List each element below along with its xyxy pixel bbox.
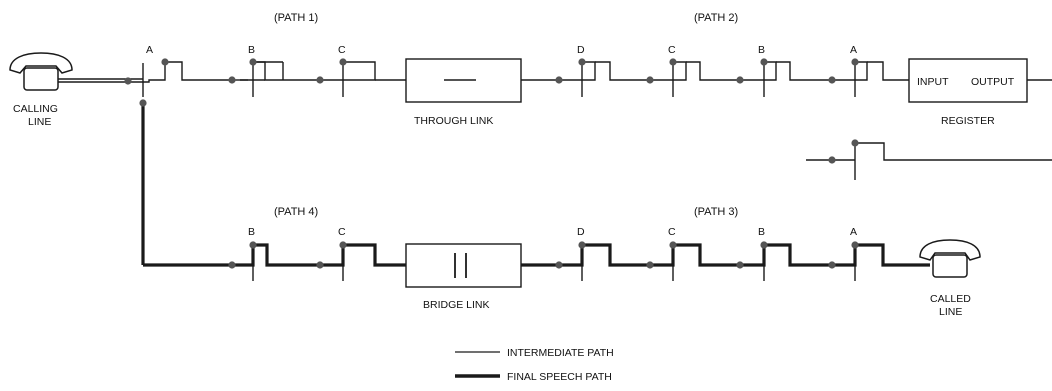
stage-label-c-bottom-right: C [668,226,676,238]
called-line-label-2: LINE [939,306,962,318]
stage-label-a-top-right: A [850,44,857,56]
stage-label-b-top-right: B [758,44,765,56]
lone-switch-wiring [806,142,1052,180]
register-label: REGISTER [941,115,995,127]
stage-label-a-bottom-right: A [850,226,857,238]
legend-intermediate-label: INTERMEDIATE PATH [507,347,614,359]
stage-label-b-bottom-left: B [248,226,255,238]
stage-label-b-top-left: B [248,44,255,56]
stage-label-d-bottom-right: D [577,226,585,238]
through-link-label: THROUGH LINK [414,115,493,127]
called-telephone-icon [919,239,981,278]
stage-label-a-top-left: A [146,44,153,56]
stage-label-b-bottom-right: B [758,226,765,238]
register-output-label: OUTPUT [971,76,1015,88]
calling-line-label-2: LINE [28,116,51,128]
legend-final-label: FINAL SPEECH PATH [507,371,612,383]
called-line-label-1: CALLED [930,293,971,305]
stage-label-c-bottom-left: C [338,226,346,238]
top-row-wiring [58,61,1052,97]
bridge-link-box [405,243,522,288]
path-2-label: (PATH 2) [694,12,738,24]
path-4-label: (PATH 4) [274,206,318,218]
bridge-link-label: BRIDGE LINK [423,299,490,311]
calling-line-label-1: CALLING [13,103,58,115]
register-box [908,58,1028,103]
register-input-label: INPUT [917,76,949,88]
stage-label-d-top-right: D [577,44,585,56]
legend: INTERMEDIATE PATH FINAL SPEECH PATH [455,347,614,383]
path-3-label: (PATH 3) [694,206,738,218]
path-1-label: (PATH 1) [274,12,318,24]
stage-label-c-top-left: C [338,44,346,56]
calling-to-bottom-wiring [141,101,232,267]
stage-label-c-top-right: C [668,44,676,56]
junction-dots [124,58,859,269]
calling-telephone-icon [9,52,73,91]
bottom-row-wiring [232,243,930,281]
